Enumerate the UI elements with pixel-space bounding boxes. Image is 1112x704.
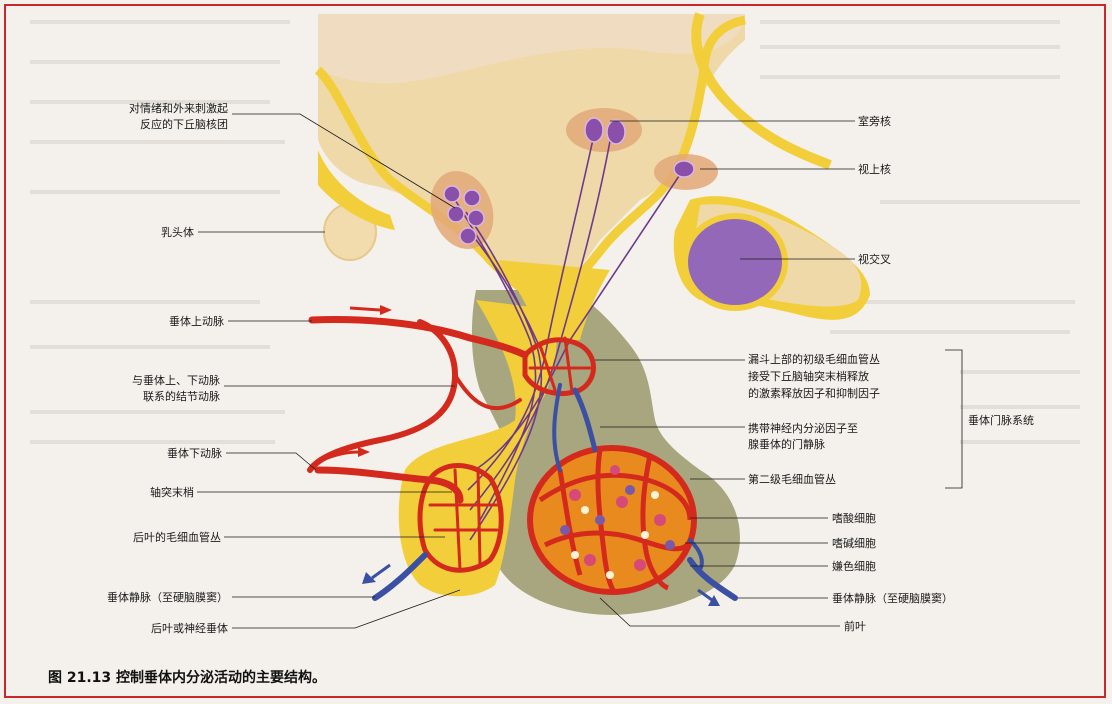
posterior-lobe bbox=[398, 300, 557, 597]
label-primary-plexus-2: 接受下丘脑轴突末梢释放 bbox=[748, 369, 869, 383]
left-labels: 对情绪和外来刺激起 反应的下丘脑核团 乳头体 垂体上动脉 与垂体上、下动脉 联系… bbox=[107, 101, 228, 635]
label-posterior-capillary-plexus: 后叶的毛细血管丛 bbox=[133, 530, 221, 544]
paraventricular-neurons bbox=[584, 117, 626, 145]
label-mammillary-body: 乳头体 bbox=[161, 225, 194, 239]
leader-lines bbox=[197, 113, 963, 629]
label-hypothalamic-nuclei-2: 反应的下丘脑核团 bbox=[140, 117, 228, 131]
hypothalamic-nuclei-neurons bbox=[443, 185, 485, 245]
supraoptic-neurons bbox=[673, 160, 695, 178]
label-hypothalamic-nuclei-1: 对情绪和外来刺激起 bbox=[129, 101, 228, 115]
secondary-plexus-cells bbox=[527, 445, 697, 595]
paraventricular-nucleus-halo bbox=[566, 108, 642, 152]
third-ventricle-wall bbox=[318, 14, 745, 84]
label-portal-veins-1: 携带神经内分泌因子至 bbox=[748, 421, 858, 435]
label-trabecular-artery-2: 联系的结节动脉 bbox=[143, 389, 220, 403]
label-hypophyseal-vein-left: 垂体静脉（至硬脑膜窦） bbox=[107, 590, 228, 604]
arterial-tree bbox=[307, 316, 596, 573]
label-optic-chiasm: 视交叉 bbox=[858, 252, 891, 266]
infundibulum bbox=[498, 260, 610, 340]
acidophil-cells bbox=[569, 465, 666, 571]
label-portal-veins-2: 腺垂体的门静脉 bbox=[748, 437, 825, 451]
background-page-texture bbox=[30, 20, 1080, 444]
label-chromophobe: 嫌色细胞 bbox=[832, 559, 876, 573]
label-secondary-plexus: 第二级毛细血管丛 bbox=[748, 472, 836, 486]
label-supraoptic-nucleus: 视上核 bbox=[858, 162, 891, 176]
basophil-cells bbox=[560, 485, 675, 550]
right-labels: 室旁核 视上核 视交叉 漏斗上部的初级毛细血管丛 接受下丘脑轴突末梢释放 的激素… bbox=[748, 114, 1034, 633]
venous-tree bbox=[372, 383, 738, 601]
label-paraventricular-nucleus: 室旁核 bbox=[858, 114, 891, 128]
flow-arrows bbox=[321, 305, 720, 606]
hypothalamus-tissue bbox=[318, 14, 745, 300]
label-posterior-lobe: 后叶或神经垂体 bbox=[151, 621, 228, 635]
label-axon-terminals: 轴突末梢 bbox=[150, 485, 194, 499]
figure-caption: 图 21.13 控制垂体内分泌活动的主要结构。 bbox=[48, 669, 326, 686]
label-primary-plexus-1: 漏斗上部的初级毛细血管丛 bbox=[748, 352, 880, 366]
mammillary-stalk bbox=[318, 150, 395, 230]
label-primary-plexus-3: 的激素释放因子和抑制因子 bbox=[748, 386, 880, 400]
label-acidophil: 嗜酸细胞 bbox=[832, 511, 876, 525]
label-trabecular-artery-1: 与垂体上、下动脉 bbox=[132, 373, 220, 387]
label-inferior-hypophyseal-artery: 垂体下动脉 bbox=[167, 446, 222, 460]
label-portal-system: 垂体门脉系统 bbox=[968, 413, 1034, 427]
right-yellow-band bbox=[691, 12, 832, 170]
chromophobe-cells bbox=[571, 491, 659, 579]
label-anterior-lobe: 前叶 bbox=[844, 619, 866, 633]
label-superior-hypophyseal-artery: 垂体上动脉 bbox=[169, 314, 224, 328]
figure-frame bbox=[4, 4, 1106, 698]
optic-chiasm bbox=[682, 213, 788, 311]
label-hypophyseal-vein-right: 垂体静脉（至硬脑膜窦） bbox=[832, 591, 953, 605]
label-basophil: 嗜碱细胞 bbox=[832, 537, 876, 550]
